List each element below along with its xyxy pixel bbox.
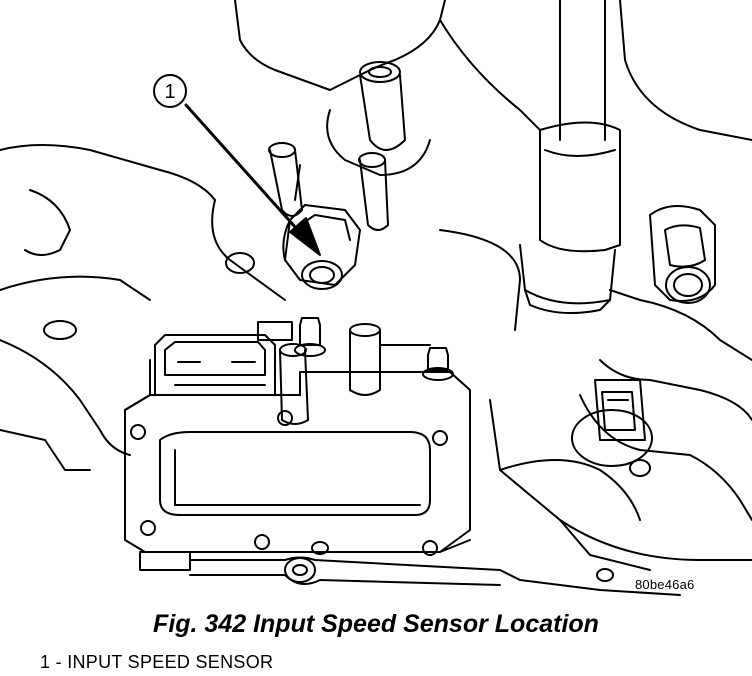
transmission-case (0, 0, 752, 571)
leader-arrowhead (289, 217, 321, 256)
figure-caption: Fig. 342 Input Speed Sensor Location (153, 610, 599, 638)
valve-body-bolts (130, 410, 448, 556)
input-speed-sensor (282, 204, 361, 290)
sensor-connector-plug (571, 379, 653, 467)
mounting-holes (43, 252, 651, 582)
valve-body (124, 359, 471, 553)
legend-item: 1 - INPUT SPEED SENSOR (40, 652, 274, 672)
figure-code: 80be46a6 (635, 577, 695, 592)
right-fitting (649, 205, 716, 304)
solenoid-housing-top (326, 61, 431, 176)
dipstick-tube (519, 0, 621, 314)
leader-line (184, 103, 298, 230)
hose-fitting-right (358, 152, 389, 231)
callout-1: 1 (153, 74, 321, 256)
hose-fitting-left (268, 142, 303, 217)
valve-body-studs (257, 317, 454, 381)
transmission-line-drawing: 1 (0, 0, 752, 596)
callout-number: 1 (164, 81, 175, 103)
valve-body-connector (154, 334, 276, 396)
valve-body-tube (279, 323, 431, 425)
bottom-bracket (139, 541, 681, 596)
